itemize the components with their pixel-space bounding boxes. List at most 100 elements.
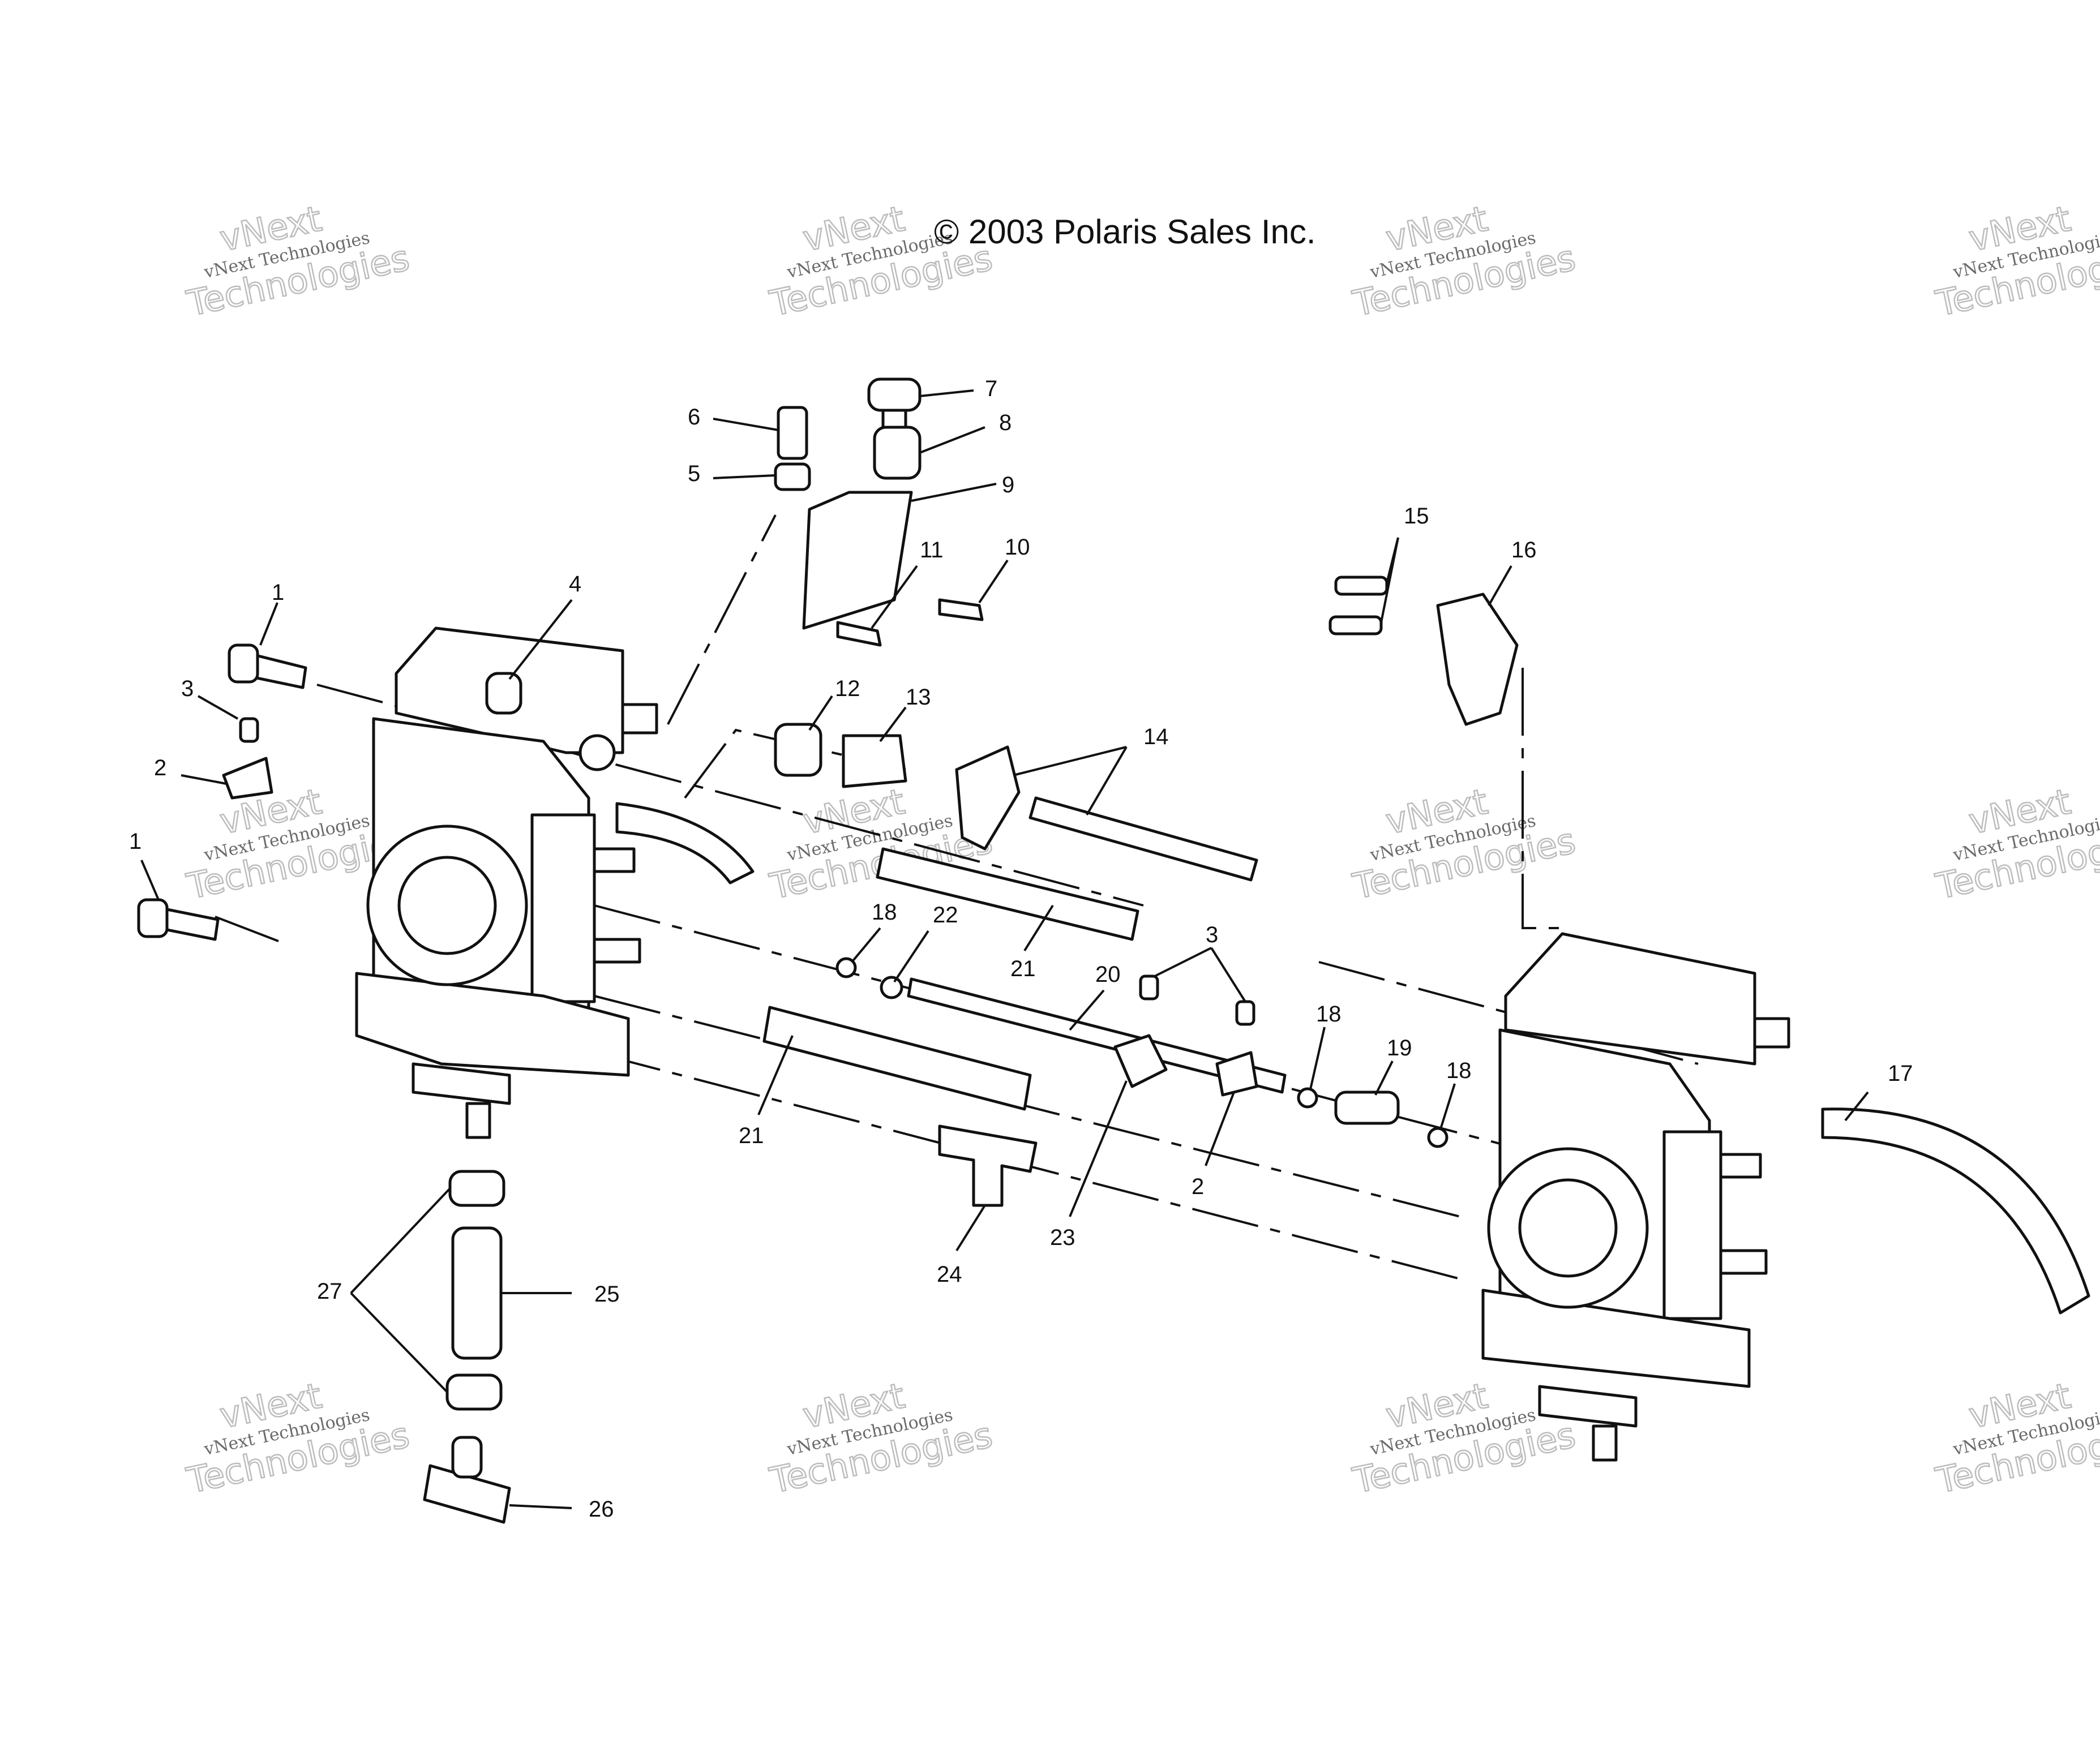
callout-15: 15 <box>1404 504 1429 529</box>
callout-24: 24 <box>937 1262 962 1287</box>
callout-11: 11 <box>920 538 944 563</box>
right-carb-side-plate <box>1662 1130 1722 1320</box>
watermark-group: vNext vNext Technologies Technologies <box>1348 1374 1579 1502</box>
hose-25 <box>451 1226 503 1360</box>
left-carb-boss <box>578 734 616 771</box>
bracket-guide-line <box>667 514 777 725</box>
leader-5 <box>713 474 776 479</box>
copyright-title: © 2003 Polaris Sales Inc. <box>934 213 1316 251</box>
watermark-group: vNext vNext Technologies Technologies <box>182 1374 413 1502</box>
clamp-27-lower <box>445 1373 503 1411</box>
watermark-group: vNext vNext Technologies Technologies <box>182 197 413 325</box>
right-carburetor <box>1481 932 1790 1462</box>
callout-17: 17 <box>1888 1061 1913 1086</box>
leader-11 <box>871 565 918 629</box>
washer-5 <box>774 462 811 491</box>
callout-5: 5 <box>688 461 700 486</box>
screw-3-left <box>239 717 259 743</box>
right-carb-bore-inner <box>1518 1178 1618 1278</box>
callout-18-right: 18 <box>1446 1058 1472 1083</box>
left-carb-top-port <box>621 703 658 735</box>
callout-8: 8 <box>999 410 1012 435</box>
left-carb-bore-inner <box>397 856 497 955</box>
callout-22: 22 <box>933 903 958 928</box>
spring-12 <box>774 723 822 777</box>
leader-3-center-a <box>1154 947 1212 977</box>
watermark-group: vNext vNext Technologies Technologies <box>765 197 996 325</box>
leader-3-center-b <box>1210 947 1246 1003</box>
tube-21-lower <box>762 1006 1032 1111</box>
callout-16: 16 <box>1511 538 1537 563</box>
washer-18-right <box>1427 1127 1448 1148</box>
leader-18-right <box>1439 1083 1456 1130</box>
leader-13 <box>879 706 907 742</box>
callout-7: 7 <box>985 376 997 401</box>
callout-12: 12 <box>835 676 860 701</box>
bracket16-guide-line <box>1522 668 1562 929</box>
callout-25: 25 <box>594 1282 620 1307</box>
callout-3-center: 3 <box>1206 922 1218 947</box>
leader-24 <box>955 1204 986 1252</box>
leader-6 <box>713 418 779 431</box>
screw-15-lower <box>1328 615 1383 636</box>
leader-26 <box>509 1504 572 1509</box>
leader-1-lower <box>140 860 160 900</box>
callout-14: 14 <box>1143 724 1169 749</box>
leader-10 <box>978 559 1009 604</box>
clamp-27-upper <box>448 1170 505 1207</box>
spring-19 <box>1334 1090 1400 1125</box>
right-carb-air-screw <box>1719 1249 1768 1275</box>
leader-21-lower <box>757 1035 794 1115</box>
leader-27-b <box>350 1292 448 1393</box>
leader-8 <box>919 426 985 454</box>
screw-6 <box>777 406 808 460</box>
fuel-hose-17 <box>1821 1107 2090 1315</box>
callout-2-center: 2 <box>1192 1174 1204 1199</box>
clip-2-left <box>222 757 273 800</box>
callout-1-lower: 1 <box>129 829 142 854</box>
leader-9 <box>911 483 997 502</box>
left-carb-side-plate <box>530 813 596 1003</box>
leader-19 <box>1374 1060 1394 1096</box>
left-carb-air-screw <box>593 938 641 964</box>
washer-18-center <box>1297 1087 1318 1109</box>
clip-22 <box>880 976 903 999</box>
watermark-group: vNext vNext Technologies Technologies <box>1348 197 1579 325</box>
bolt-1-lower-head <box>137 898 169 938</box>
callout-20: 20 <box>1095 962 1121 987</box>
washer-18-left <box>835 957 857 978</box>
callout-13: 13 <box>906 685 931 710</box>
callout-27: 27 <box>317 1279 342 1304</box>
spring-8 <box>873 426 922 480</box>
screw-15-upper <box>1334 576 1388 596</box>
leader-1-upper <box>259 602 278 646</box>
right-carb-bowl-bottom <box>1538 1385 1638 1428</box>
leader-3-left <box>198 695 238 720</box>
axis-line-lower <box>594 995 1461 1218</box>
leader-lines <box>140 389 1869 1509</box>
sleeve-13 <box>842 734 907 788</box>
callout-18-left: 18 <box>872 900 897 925</box>
leader-17 <box>1844 1091 1869 1122</box>
callout-4: 4 <box>569 572 581 596</box>
callout-numbers: 1 1 2 2 3 3 4 5 6 7 8 9 10 11 12 13 14 1… <box>129 376 1913 1522</box>
right-carb-float-bowl <box>1481 1289 1751 1388</box>
spring-guide-line <box>684 728 906 799</box>
callout-9: 9 <box>1002 473 1014 497</box>
leader-23 <box>1069 1080 1128 1217</box>
callout-21-upper: 21 <box>1010 956 1036 981</box>
leader-14-b <box>1086 746 1128 816</box>
clip-2-center <box>1215 1051 1258 1097</box>
cam-14 <box>955 745 1021 851</box>
watermark-group: vNext vNext Technologies Technologies <box>765 1374 996 1502</box>
fuel-hose-left <box>615 802 755 884</box>
left-carb-bowl-bottom <box>412 1062 511 1105</box>
callout-21-lower: 21 <box>739 1123 764 1148</box>
leader-18-center <box>1309 1027 1326 1090</box>
leader-4 <box>508 599 573 680</box>
leader-20 <box>1069 989 1105 1031</box>
callout-6: 6 <box>688 405 700 430</box>
shaft-20 <box>907 977 1287 1094</box>
bracket-16 <box>1436 592 1519 726</box>
